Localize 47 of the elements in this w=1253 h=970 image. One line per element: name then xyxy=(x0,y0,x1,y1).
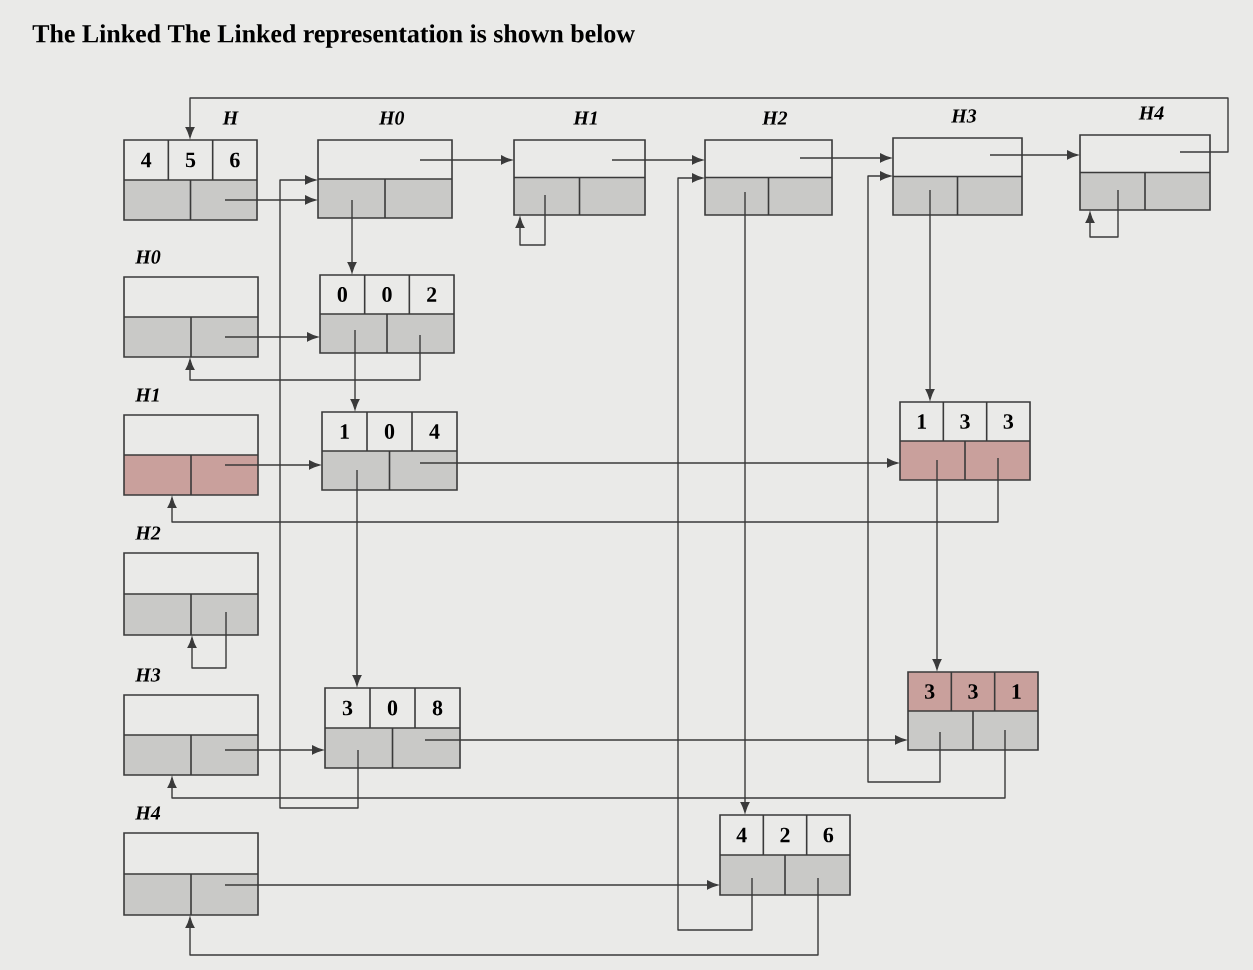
arrow xyxy=(932,459,942,670)
arrow xyxy=(515,194,546,246)
node-label: H2 xyxy=(762,111,788,125)
node-label: H3 xyxy=(135,668,161,682)
arrow xyxy=(352,469,362,686)
arrow xyxy=(224,745,323,755)
list-node: 1 3 3 xyxy=(899,401,1031,481)
list-node: 0 0 2 xyxy=(319,274,455,354)
arrow xyxy=(187,611,227,669)
arrow xyxy=(350,329,360,410)
arrow xyxy=(224,332,318,342)
arrow xyxy=(611,155,703,165)
arrow xyxy=(740,191,750,813)
arrow xyxy=(167,457,999,523)
arrow xyxy=(799,153,891,163)
list-node: 1 0 4 xyxy=(321,411,458,491)
node-label: H4 xyxy=(135,806,161,820)
arrow xyxy=(167,729,1006,799)
arrow xyxy=(419,155,512,165)
arrow xyxy=(185,877,819,956)
arrow xyxy=(867,171,941,783)
node-label: H0 xyxy=(378,111,405,125)
arrow xyxy=(1085,189,1119,238)
arrow xyxy=(224,880,718,890)
title: The Linked The Linked representation is shown below xyxy=(32,24,635,48)
arrow xyxy=(185,97,1229,153)
node-label: H1 xyxy=(135,388,159,402)
arrow xyxy=(347,199,357,273)
node-label: H4 xyxy=(1138,106,1164,120)
list-node: 3 0 8 xyxy=(324,687,461,769)
arrow xyxy=(419,458,898,468)
arrow xyxy=(224,460,320,470)
node-label: H2 xyxy=(135,526,161,540)
node-label: H1 xyxy=(573,111,597,125)
arrow xyxy=(677,173,753,931)
arrow xyxy=(925,189,935,400)
arrow xyxy=(989,150,1078,160)
arrow xyxy=(185,334,421,381)
list-node: 4 5 6 xyxy=(123,139,258,221)
list-node: 3 3 1 xyxy=(907,671,1039,751)
arrow xyxy=(224,195,316,205)
node-label: H0 xyxy=(135,250,161,264)
arrow xyxy=(424,735,906,745)
node-label: H xyxy=(222,111,239,125)
arrow xyxy=(279,175,359,809)
list-node: 4 2 6 xyxy=(719,814,851,896)
node-label: H3 xyxy=(951,109,977,123)
